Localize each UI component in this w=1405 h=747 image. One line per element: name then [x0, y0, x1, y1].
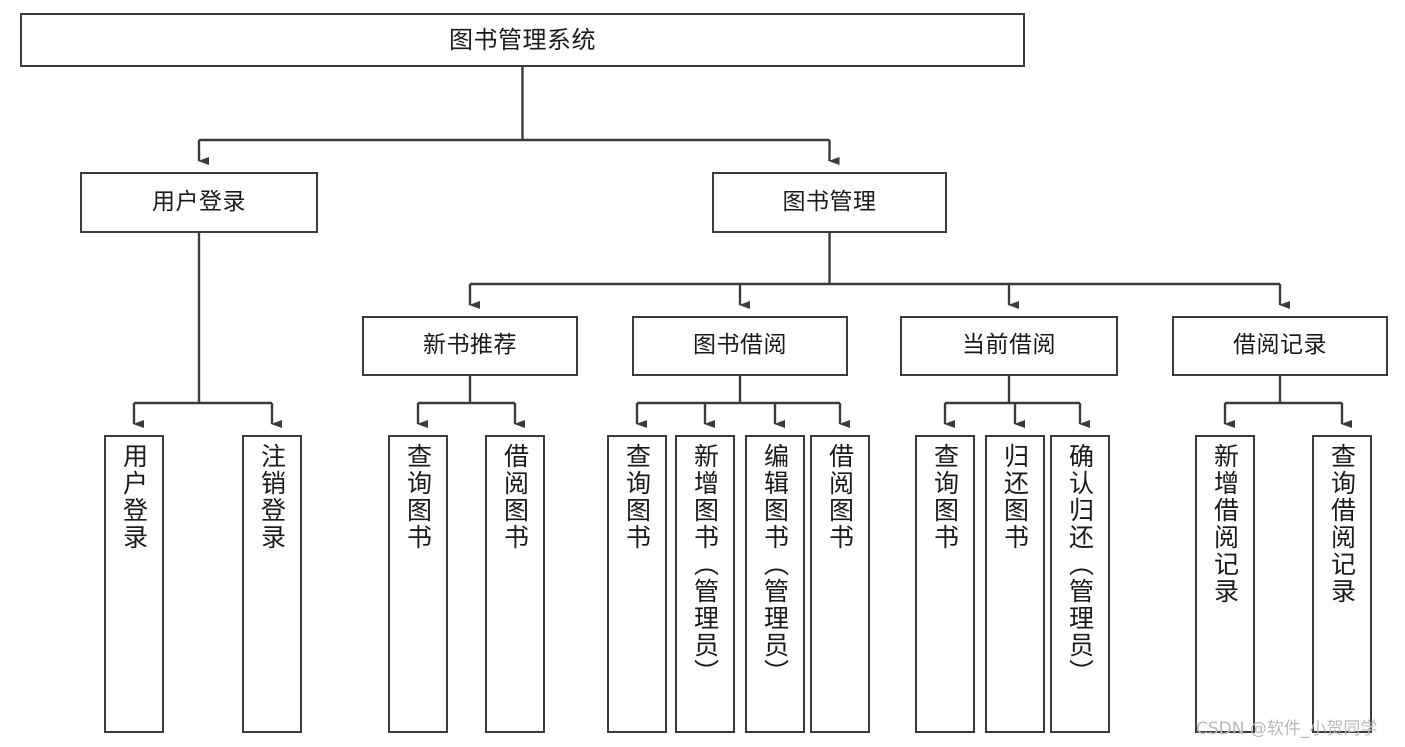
node-label: 借阅图书 — [825, 443, 855, 551]
node-label: 查询借阅记录 — [1327, 443, 1357, 605]
node-label: 新书推荐 — [423, 332, 517, 359]
node-label: 当前借阅 — [962, 332, 1056, 359]
node-label: 新增借阅记录 — [1210, 443, 1240, 605]
node-borrow[interactable]: 图书借阅 — [632, 316, 848, 376]
node-current[interactable]: 当前借阅 — [900, 316, 1118, 376]
node-label: 用户登录 — [119, 443, 149, 551]
node-label: 借阅记录 — [1233, 332, 1327, 359]
node-label: 归还图书 — [1000, 443, 1030, 551]
node-label: 用户登录 — [152, 188, 246, 215]
node-label: 查询图书 — [403, 443, 433, 551]
node-leaf-new-2[interactable]: 借阅图书 — [485, 435, 545, 733]
node-label: 新增图书（管理员） — [690, 443, 720, 686]
node-leaf-login-1[interactable]: 用户登录 — [104, 435, 164, 733]
node-leaf-login-2[interactable]: 注销登录 — [242, 435, 302, 733]
node-leaf-cur-3[interactable]: 确认归还（管理员） — [1050, 435, 1110, 733]
node-label: 查询图书 — [930, 443, 960, 551]
node-bookmgmt[interactable]: 图书管理 — [712, 172, 947, 233]
node-leaf-cur-2[interactable]: 归还图书 — [985, 435, 1045, 733]
watermark-text: CSDN @软件_小贺同学 — [1196, 719, 1378, 739]
node-label: 查询图书 — [622, 443, 652, 551]
node-leaf-borrow-3[interactable]: 编辑图书（管理员） — [745, 435, 805, 733]
node-leaf-rec-1[interactable]: 新增借阅记录 — [1195, 435, 1255, 733]
node-leaf-borrow-1[interactable]: 查询图书 — [607, 435, 667, 733]
node-label: 注销登录 — [257, 443, 287, 551]
node-leaf-new-1[interactable]: 查询图书 — [388, 435, 448, 733]
node-label: 借阅图书 — [500, 443, 530, 551]
node-leaf-borrow-2[interactable]: 新增图书（管理员） — [675, 435, 735, 733]
node-leaf-rec-2[interactable]: 查询借阅记录 — [1312, 435, 1372, 733]
node-label: 图书管理 — [782, 188, 877, 215]
node-records[interactable]: 借阅记录 — [1172, 316, 1388, 376]
node-root[interactable]: 图书管理系统 — [20, 13, 1025, 67]
node-label: 图书借阅 — [693, 332, 787, 359]
node-label: 编辑图书（管理员） — [760, 443, 790, 686]
node-label: 确认归还（管理员） — [1065, 443, 1095, 686]
node-leaf-borrow-4[interactable]: 借阅图书 — [810, 435, 870, 733]
node-login[interactable]: 用户登录 — [80, 172, 318, 233]
node-leaf-cur-1[interactable]: 查询图书 — [915, 435, 975, 733]
node-label: 图书管理系统 — [449, 25, 596, 54]
node-newbook[interactable]: 新书推荐 — [362, 316, 578, 376]
